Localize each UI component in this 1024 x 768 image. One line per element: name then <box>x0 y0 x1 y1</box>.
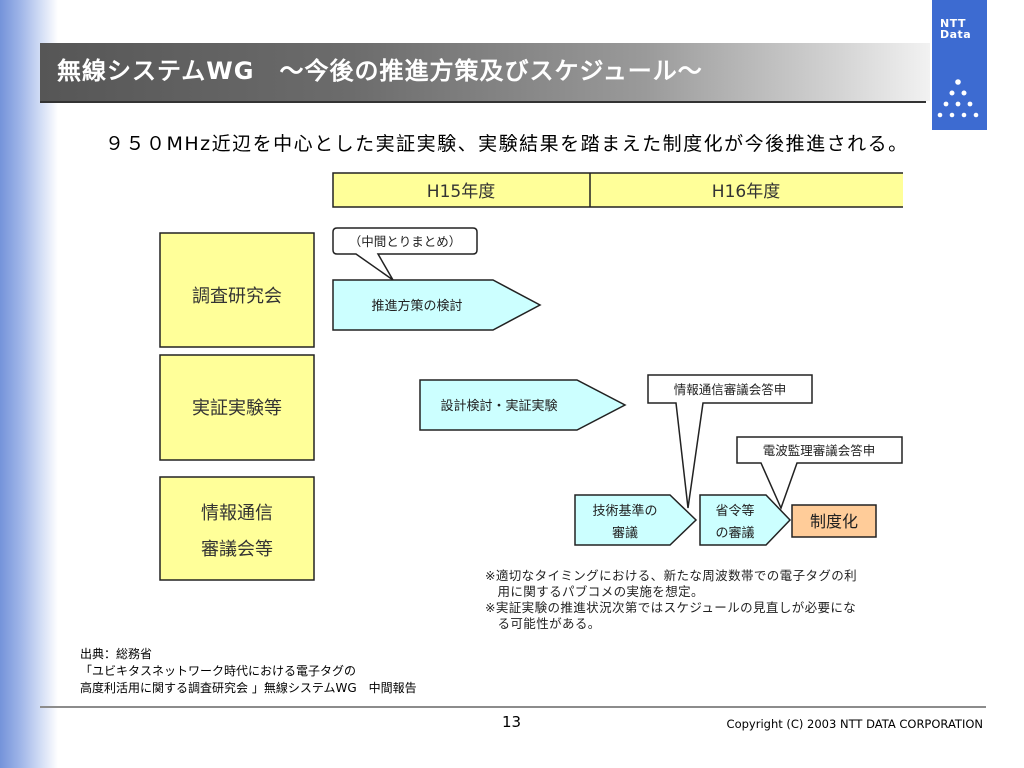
callout-interim-summary-label: （中間とりまとめ） <box>349 234 462 249</box>
task-ordinance-review: 省令等 の審議 <box>699 494 792 546</box>
footer-divider <box>40 706 986 708</box>
period-header: H15年度 H16年度 <box>332 172 903 208</box>
row-council: 情報通信 審議会等 <box>159 476 315 581</box>
task-label-design-trial: 設計検討・実証実験 <box>440 398 557 414</box>
dot-triangle-icon <box>937 79 979 118</box>
source-line-1: 出典：総務省 <box>80 647 153 661</box>
logo-line-data: Data <box>940 28 972 41</box>
task-policy-study: 推進方策の検討 <box>332 279 542 331</box>
row-label-council-line1: 情報通信 <box>201 503 273 524</box>
milestone-radio-council-report: 電波監理審議会答申 <box>736 436 903 511</box>
logo-dot <box>961 90 967 96</box>
logo-dot <box>937 112 943 118</box>
logo-dot <box>949 90 955 96</box>
row-field-trials: 実証実験等 <box>159 354 315 461</box>
notes: ※適切なタイミングにおける、新たな周波数帯での電子タグの利 用に関するパブコメの… <box>485 568 857 632</box>
period-label-h16: H16年度 <box>712 182 780 202</box>
row-label-council-line2: 審議会等 <box>201 539 273 560</box>
logo-dot <box>961 112 967 118</box>
logo-dot <box>955 101 961 107</box>
milestone-interim-summary: （中間とりまとめ） <box>332 227 478 281</box>
task-arrow-ordinance-review <box>699 494 792 546</box>
logo-dot <box>973 112 979 118</box>
callout-radio-council-report-label: 電波監理審議会答申 <box>763 443 876 458</box>
note-2-line-1: ※実証実験の推進状況次第ではスケジュールの見直しが必要にな <box>485 600 857 615</box>
task-label-ordinance-line2: の審議 <box>715 526 754 541</box>
logo-line-ntt: NTT <box>940 17 966 30</box>
slide-subtitle: ９５０MHz近辺を中心とした実証実験、実験結果を踏まえた制度化が今後推進される。 <box>105 133 909 155</box>
task-tech-standards-review: 技術基準の 審議 <box>574 494 698 546</box>
row-box-study-group <box>159 232 315 348</box>
source-line-3: 高度利活用に関する調査研究会 」無線システムWG 中間報告 <box>80 681 417 695</box>
source-citation: 出典：総務省 「ユビキタスネットワーク時代における電子タグの 高度利活用に関する… <box>80 646 417 697</box>
row-label-study-group: 調査研究会 <box>192 286 282 307</box>
outcome-institutionalization: 制度化 <box>791 504 877 538</box>
callout-radio-council-report <box>736 436 903 511</box>
note-2-line-2: る可能性がある。 <box>497 616 601 631</box>
period-bar-border <box>332 172 903 208</box>
period-bar <box>333 173 903 207</box>
page-number: 13 <box>502 713 522 731</box>
task-label-tech-standards-line1: 技術基準の <box>592 503 657 519</box>
task-design-trial: 設計検討・実証実験 <box>419 379 627 431</box>
logo-wordmark: NTT Data <box>940 18 971 40</box>
logo-dot <box>955 79 961 85</box>
callout-ict-council-report-label: 情報通信審議会答申 <box>674 382 787 397</box>
outcome-box <box>791 504 877 538</box>
task-arrow-tech-standards-review <box>574 494 698 546</box>
task-label-policy-study: 推進方策の検討 <box>371 298 462 314</box>
milestone-ict-council-report: 情報通信審議会答申 <box>647 374 813 509</box>
callout-ict-council-report <box>647 374 813 509</box>
task-arrow-design-trial <box>419 379 627 431</box>
left-gradient-band <box>0 0 58 768</box>
logo-dot <box>943 101 949 107</box>
logo-dot <box>949 112 955 118</box>
row-label-field-trials: 実証実験等 <box>192 398 282 419</box>
callout-interim-summary <box>332 227 478 281</box>
slide-title: 無線システムWG ～今後の推進方策及びスケジュール～ <box>57 57 703 85</box>
ntt-data-logo: NTT Data <box>932 0 987 130</box>
task-arrow-policy-study <box>332 279 542 331</box>
row-study-group: 調査研究会 <box>159 232 315 348</box>
row-box-field-trials <box>159 354 315 461</box>
copyright-notice: Copyright (C) 2003 NTT DATA CORPORATION <box>726 717 983 731</box>
task-label-ordinance-line1: 省令等 <box>715 503 754 519</box>
note-1-line-1: ※適切なタイミングにおける、新たな周波数帯での電子タグの利 <box>485 568 858 583</box>
task-label-tech-standards-line2: 審議 <box>612 526 638 541</box>
title-underline <box>40 101 926 103</box>
logo-dot <box>967 101 973 107</box>
row-box-council <box>159 476 315 581</box>
outcome-label: 制度化 <box>810 512 858 531</box>
note-1-line-2: 用に関するパブコメの実施を想定。 <box>497 584 704 599</box>
period-label-h15: H15年度 <box>427 182 495 202</box>
title-bar: 無線システムWG ～今後の推進方策及びスケジュール～ <box>40 43 930 101</box>
source-line-2: 「ユビキタスネットワーク時代における電子タグの <box>80 664 357 678</box>
